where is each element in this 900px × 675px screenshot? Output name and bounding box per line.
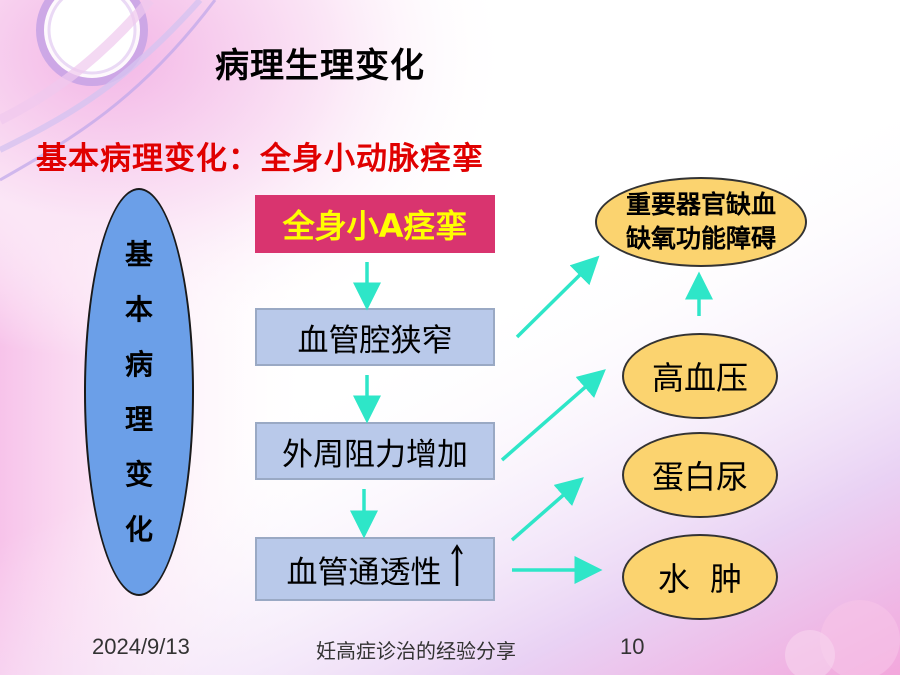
side-label-char: 病 (124, 348, 153, 381)
page-title: 病理生理变化 (215, 46, 425, 86)
side-label-char: 理 (124, 403, 153, 436)
page-number: 10 (620, 634, 645, 659)
up-arrow-icon (450, 544, 463, 586)
outcome-organ-line1: 重要器官缺血 (625, 190, 776, 219)
outcome-hypertension: 高血压 (622, 333, 778, 419)
outcome-proteinuria: 蛋白尿 (622, 432, 778, 518)
outcome-edema: 水 肿 (622, 534, 778, 620)
outcome-organ-line2: 缺氧功能障碍 (625, 224, 776, 253)
flow-step-permeability-label: 血管通透性 (286, 554, 442, 591)
arrow-to-proteinuria (510, 477, 584, 542)
flow-step-resistance-increase: 外周阻力增加 (255, 422, 495, 480)
side-label-char: 变 (124, 458, 153, 491)
side-label-char: 化 (124, 513, 153, 546)
arrow-to-hypertension (500, 369, 606, 462)
side-label-char: 本 (124, 293, 153, 326)
side-label-char: 基 (124, 238, 153, 271)
flow-step-permeability: 血管通透性 (255, 537, 495, 601)
outcome-organ-ischemia: 重要器官缺血 缺氧功能障碍 (595, 177, 807, 267)
footer-caption: 妊高症诊治的经验分享 (316, 639, 516, 663)
side-label-ellipse: 基 本 病 理 变 化 (84, 188, 194, 596)
footer-date: 2024/9/13 (92, 634, 190, 659)
subtitle: 基本病理变化：全身小动脉痉挛 (36, 141, 484, 177)
arrow-to-organ (515, 255, 600, 339)
flow-top-box: 全身小A痉挛 (255, 195, 495, 253)
